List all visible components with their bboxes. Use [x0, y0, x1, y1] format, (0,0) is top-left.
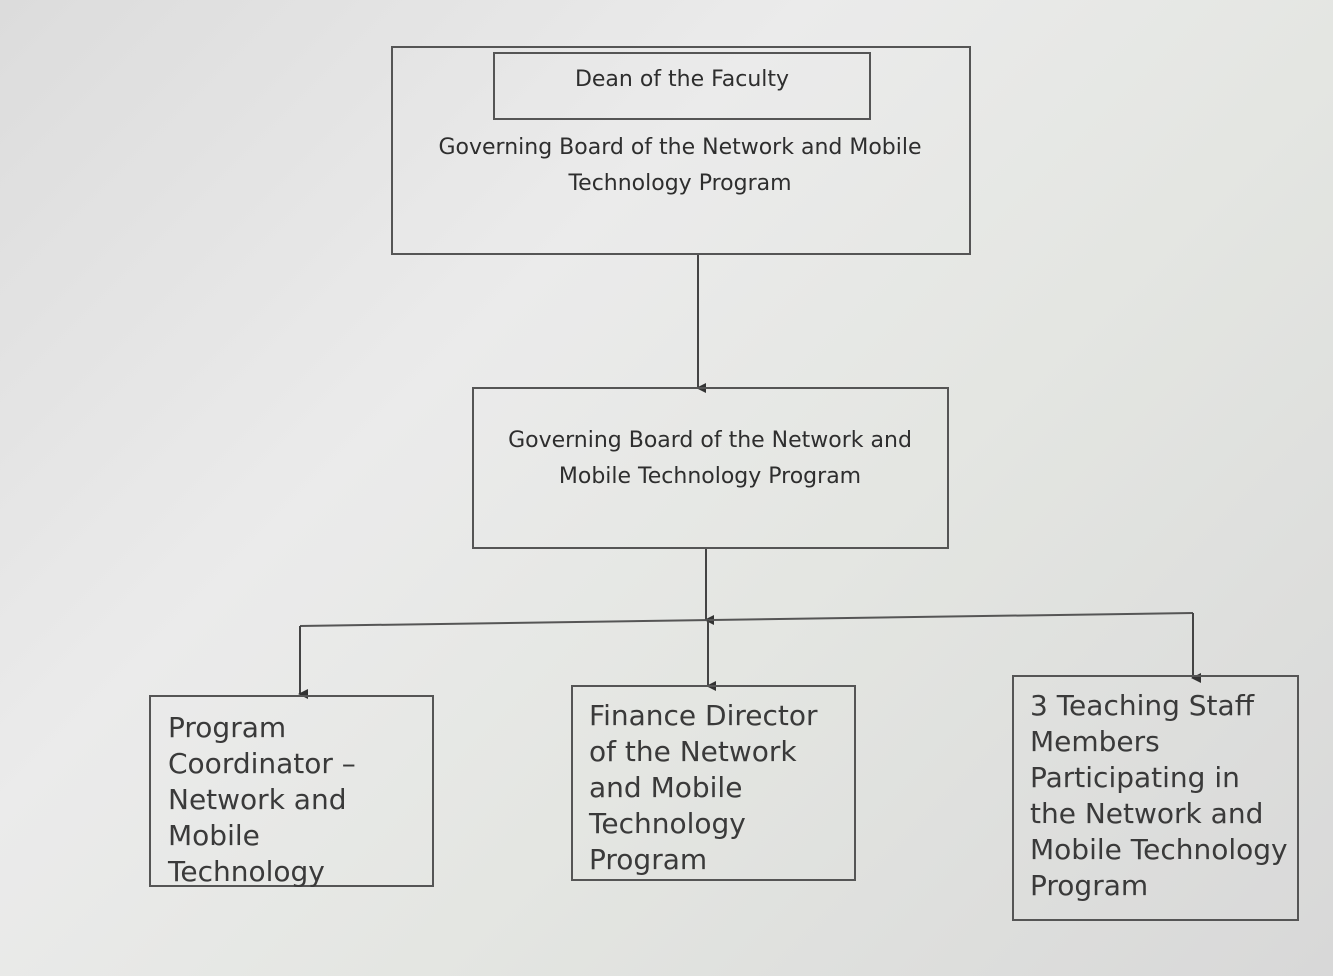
branch-line	[299, 612, 1194, 627]
middle-box-label: Governing Board of the Network and Mobil…	[508, 428, 912, 489]
finance-box	[571, 685, 856, 881]
middle-box	[472, 387, 949, 549]
teaching-staff-label: 3 Teaching Staff Members Participating i…	[1030, 689, 1288, 902]
dean-title: Dean of the Faculty	[574, 67, 790, 92]
coordinator-label: Program Coordinator – Network and Mobile…	[168, 711, 356, 888]
finance-label: Finance Director of the Network and Mobi…	[589, 699, 818, 876]
dean-box	[493, 52, 871, 120]
coordinator-box	[149, 695, 434, 887]
top-box-label: Governing Board of the Network and Mobil…	[438, 135, 922, 196]
top-box	[391, 46, 971, 255]
teaching-staff-box	[1012, 675, 1299, 921]
